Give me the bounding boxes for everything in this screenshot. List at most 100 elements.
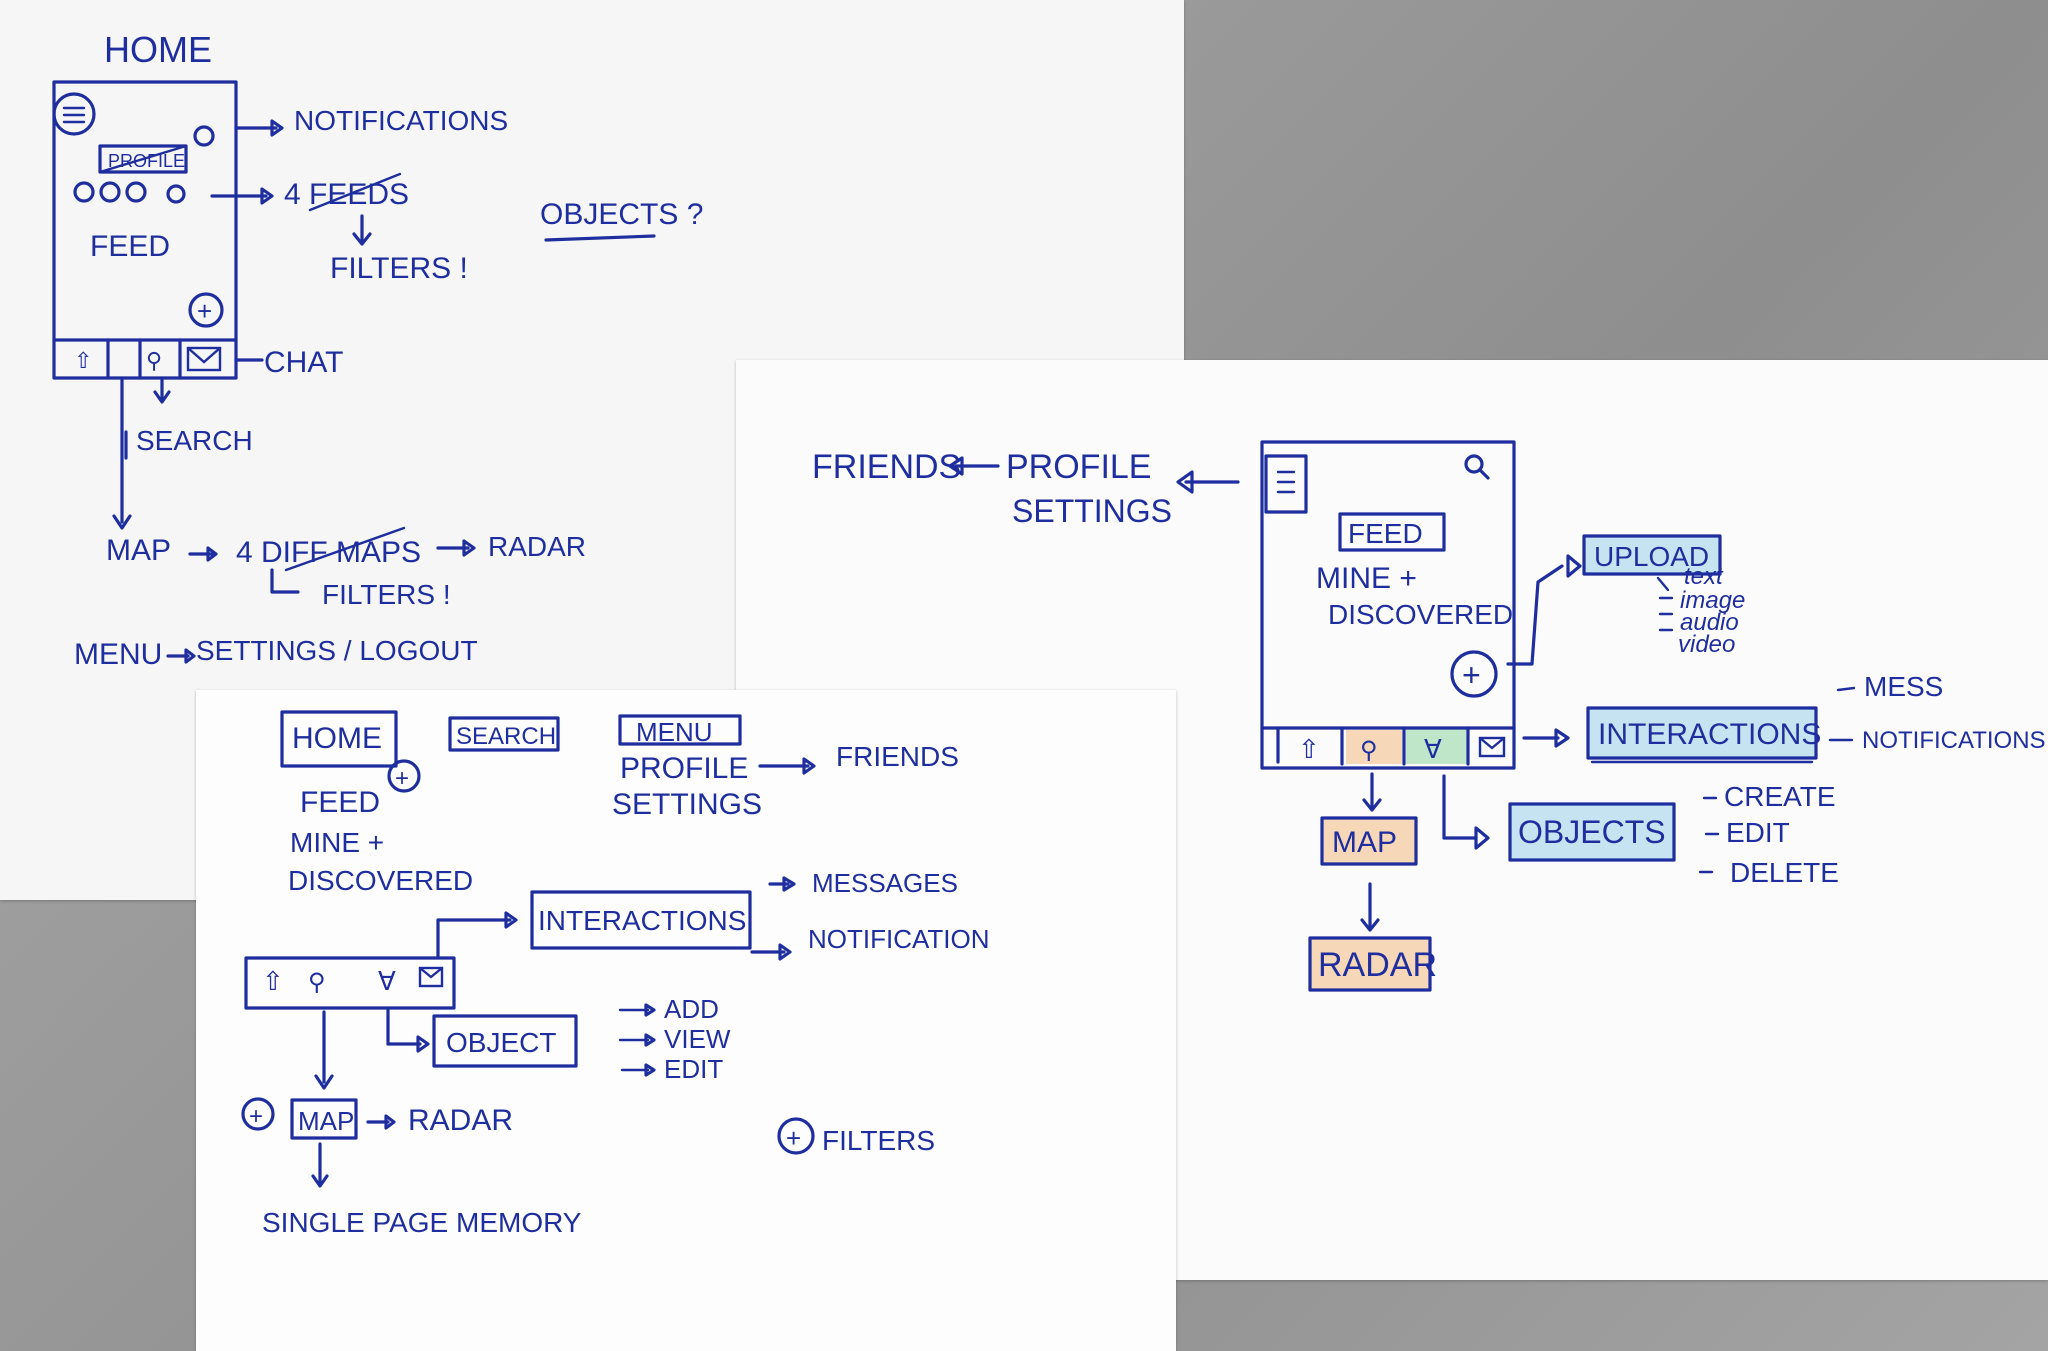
sheet2-upload-item: text [1684,563,1724,590]
sheet1-group: HOME PROFILE FEED + ⇧ ⚲ NOTIFICATIONS 4 … [52,29,703,671]
sheet1-profile-label: PROFILE [108,151,185,171]
sheet2-mess-label: MESS [1864,671,1943,702]
sheet1-radar-label: RADAR [488,531,586,562]
sheet1-maps-filters-label: FILTERS ! [322,579,451,610]
sheet2-tab-highlight-orange [1346,730,1402,764]
sheet2-interactions-highlight [1588,708,1816,758]
sheet2-notifications-label: NOTIFICATIONS [1862,727,2046,754]
sheet2-upload-box [1582,534,1722,576]
sheet3-objects-tab-icon: ∀ [378,966,396,996]
sheet3-object-label: OBJECT [446,1027,556,1058]
sheet1-map-label: MAP [106,534,171,567]
sheet2-chat-tab-icon [1478,736,1506,758]
sheet1-home-tab-icon: ⇧ [74,348,92,373]
sheet2-upload-highlight [1584,536,1720,574]
sheet2-object-action: DELETE [1730,857,1839,888]
sheet3-filters-add-glyph: + [786,1123,801,1153]
sheet1-notification-bell-icon [193,125,215,147]
sheet2-interactions-label: INTERACTIONS [1598,718,1821,751]
sheet3-search-label: SEARCH [456,723,556,750]
sketch-sheet-navigation-map [196,690,1176,1351]
sheet3-home-tab-icon: ⇧ [262,966,284,996]
sheet3-settings-label: SETTINGS [612,788,762,821]
sheet2-group: FRIENDS PROFILE SETTINGS FEED MINE + DIS… [812,440,2046,992]
sheet2-feed-label: FEED [1348,518,1423,549]
sheet3-menu-label: MENU [636,717,713,747]
sheet2-radar-highlight [1310,938,1430,990]
sheet2-menu-icon [1264,454,1308,514]
sheet3-filters-label: FILTERS [822,1125,935,1156]
sheet2-object-actions: CREATE EDIT DELETE [1698,781,1839,888]
sheet3-add-glyph: + [395,765,409,792]
sheet3-interactions-label: INTERACTIONS [538,905,746,936]
sheet2-upload-item: video [1678,631,1735,658]
sheet3-map-box [290,1098,358,1140]
sheet1-notifications-label: NOTIFICATIONS [294,105,508,136]
sheet3-filters-add-icon [777,1117,815,1155]
sheet2-radar-label: RADAR [1318,946,1437,984]
sheet1-chat-label: CHAT [264,346,343,379]
sheet1-add-icon [188,292,224,328]
sheet3-object-box [432,1014,578,1068]
sheet3-object-action: ADD [664,994,719,1024]
sheet2-object-action: CREATE [1724,781,1836,812]
sheet2-map-box [1320,816,1418,866]
sheet1-phone-frame [52,80,238,380]
sheet3-friends-label: FRIENDS [836,741,959,772]
sheet3-profile-label: PROFILE [620,752,748,785]
sheet3-discovered-label: DISCOVERED [288,865,473,896]
sheet1-menu-icon [52,92,96,136]
sheet3-feed-label: FEED [300,786,380,819]
sheet3-radar-label: RADAR [408,1104,513,1137]
sheet1-feed-label: FEED [90,230,170,263]
sheet2-add-icon [1450,650,1498,698]
sheet2-add-glyph: + [1462,657,1481,693]
sheet2-friends-label: FRIENDS [812,448,961,486]
sheet3-messages-label: MESSAGES [812,868,958,898]
sheet3-map-add-icon [241,1097,275,1131]
sheet1-settings-logout-label: SETTINGS / LOGOUT [196,635,478,666]
sheet3-home-box [280,710,398,768]
sheet1-home-title: HOME [104,29,212,70]
sheet2-upload-list: text image audio video [1658,563,1745,658]
sheet3-search-tab-icon: ⚲ [308,969,326,996]
sheet3-notification-label: NOTIFICATION [808,924,990,954]
sheet2-feed-box [1338,512,1446,552]
sheet3-single-page-memory-label: SINGLE PAGE MEMORY [262,1207,582,1238]
sheet2-object-action: EDIT [1726,817,1790,848]
sheet3-map-add-glyph: + [249,1103,263,1130]
sheet3-mine-label: MINE + [290,827,384,858]
sheet3-object-action: EDIT [664,1054,723,1084]
sheet2-tab-highlight-green [1406,728,1468,764]
sheet1-menu-label: MENU [74,638,162,671]
sheet1-chat-tab-icon [186,346,222,372]
sheet2-objects-highlight [1510,804,1674,860]
sheet1-add-glyph: + [197,296,212,326]
sheet2-upload-item: image [1680,587,1745,614]
sheet3-home-label: HOME [292,722,382,755]
sheet2-map-highlight [1322,818,1416,864]
sheet1-search-tab-icon: ⚲ [146,348,162,373]
sheet2-upload-label: UPLOAD [1594,541,1709,572]
sheet2-objects-box [1508,802,1676,862]
sheet2-objects-tab-icon: ∀ [1424,734,1442,764]
sheet1-maps-label: 4 DIFF MAPS [236,536,421,569]
sheet3-chat-tab-icon [418,966,444,988]
sheet3-group: HOME + SEARCH MENU PROFILE SETTINGS FRIE… [241,710,990,1238]
sheet2-radar-box [1308,936,1432,992]
sheet3-map-label: MAP [298,1106,354,1136]
sheet3-tab-bar [244,956,456,1010]
sheet3-menu-box [618,714,742,746]
sheet2-profile-label: PROFILE [1006,448,1151,486]
sheet1-filters-label: FILTERS ! [330,252,468,285]
sheet2-objects-label: OBJECTS [1518,814,1666,850]
sheet1-search-label: SEARCH [136,425,253,456]
sheet3-object-action: VIEW [664,1024,731,1054]
sheet2-discovered-label: DISCOVERED [1328,599,1513,630]
sheet2-interactions-box [1586,706,1818,760]
sheet2-home-tab-icon: ⇧ [1298,734,1320,764]
sheet2-map-tab-icon: ⚲ [1360,737,1378,764]
sheet2-mine-label: MINE + [1316,562,1417,595]
sheet2-phone-frame [1260,440,1516,770]
